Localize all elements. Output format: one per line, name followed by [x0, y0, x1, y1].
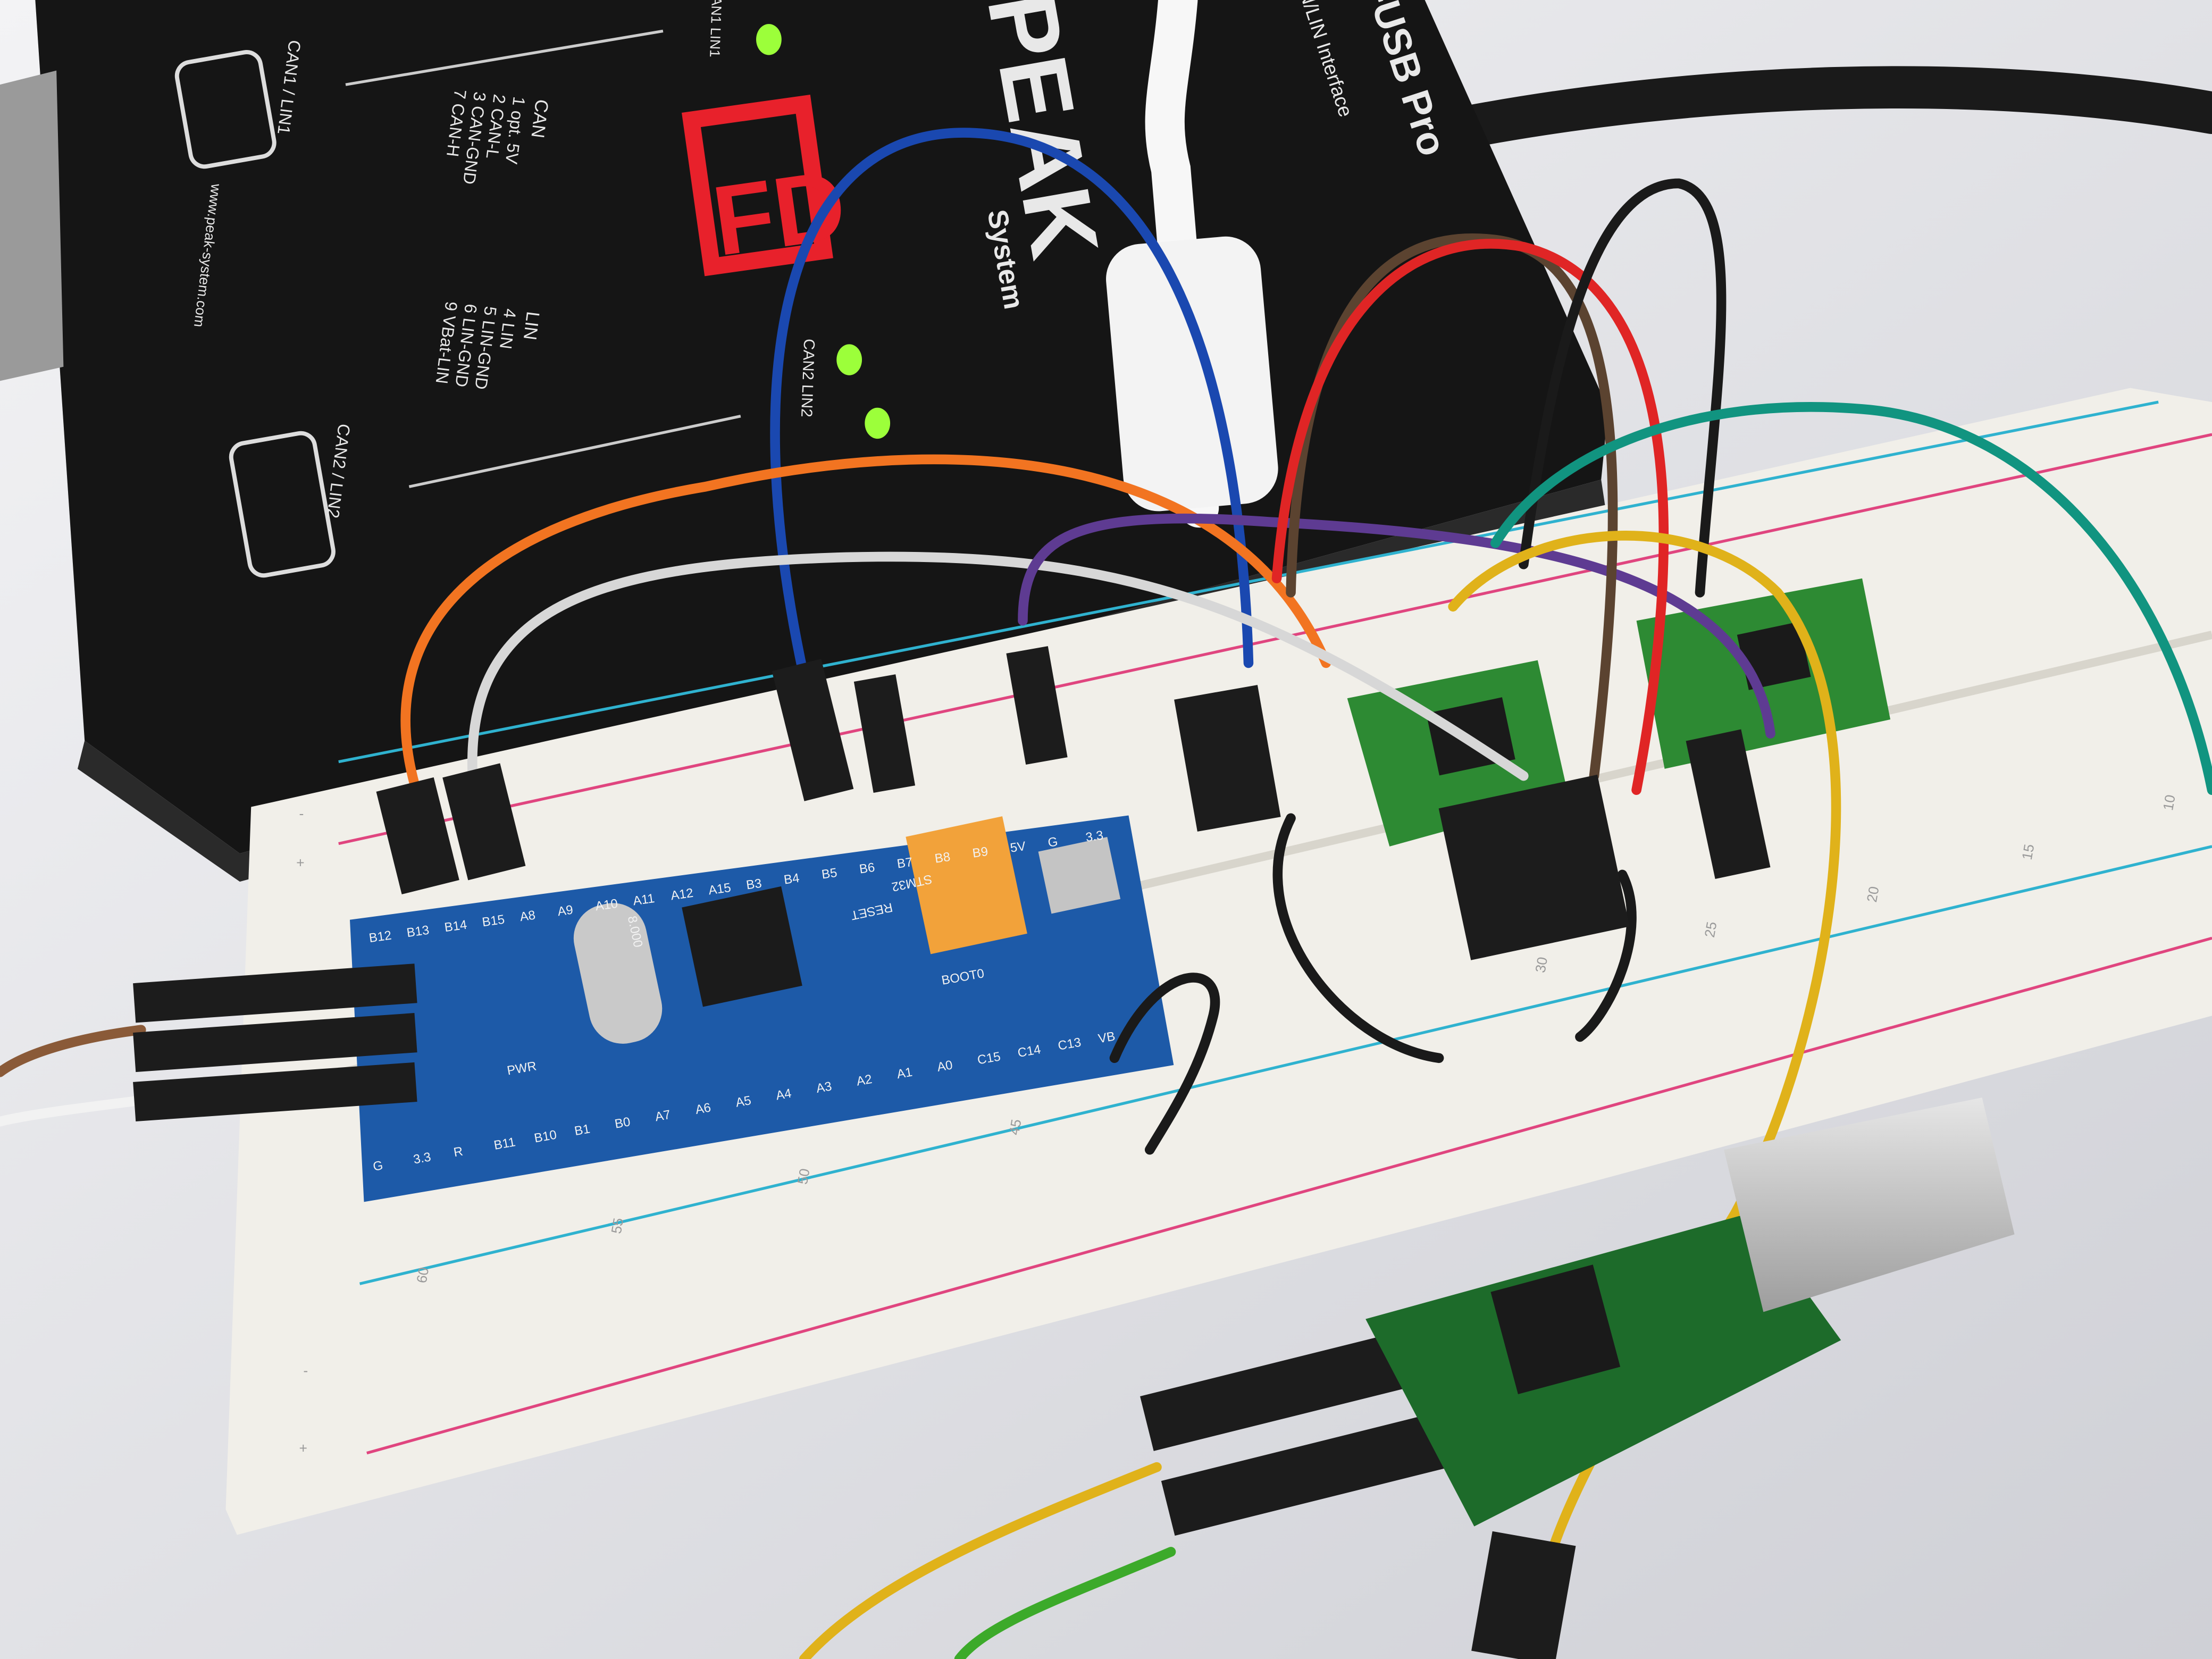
- pin-label: A3: [815, 1079, 833, 1096]
- crystal: [573, 903, 663, 1044]
- led1-label: CAN1 LIN1: [707, 0, 725, 57]
- wire-orange: [400, 454, 1331, 795]
- pin-label: B15: [481, 912, 506, 930]
- wire-red: [1271, 239, 1669, 795]
- pin-label: A12: [670, 886, 694, 903]
- dupont-connectors: [133, 646, 1771, 1659]
- wire-black-loose: [1272, 813, 1444, 1063]
- pin-label: G: [372, 1158, 384, 1174]
- pin-label: G: [1047, 834, 1059, 850]
- pin-label: B0: [614, 1115, 631, 1132]
- pin-label: 3.3: [1085, 828, 1104, 844]
- pin-label: 5V: [1009, 839, 1027, 856]
- pin-label: B4: [783, 871, 800, 887]
- boot-jumpers: [906, 816, 1027, 954]
- pin-label: A5: [734, 1093, 752, 1110]
- row-number: 10: [2160, 793, 2179, 811]
- svg-text:FD: FD: [707, 149, 852, 276]
- pin-label: B14: [443, 918, 468, 935]
- row-number: 30: [1532, 956, 1551, 974]
- row-number: 20: [1864, 885, 1882, 903]
- pin-label: A15: [708, 881, 732, 898]
- pin-label: B1: [573, 1121, 591, 1138]
- micro-usb-port: [1038, 837, 1121, 914]
- rail-minus-label: -: [303, 1363, 308, 1379]
- usb-serial-dongle: [1365, 1097, 2015, 1527]
- led2-label: CAN2 LIN2: [798, 338, 817, 417]
- pin-label: B12: [368, 928, 392, 946]
- wire-grey: [467, 551, 1529, 781]
- wire-yellow-usb: [799, 1462, 1162, 1659]
- led-lin2: [865, 407, 891, 439]
- wire-green-usb: [954, 1547, 1176, 1659]
- wire-blue: [770, 128, 1254, 682]
- usb-plug-white: [1106, 236, 1278, 512]
- wire-black-loose: [1109, 973, 1220, 1155]
- can-title: CAN: [527, 98, 552, 139]
- rail-plus-label: +: [296, 855, 305, 871]
- pin-label: B6: [858, 860, 876, 877]
- row-number: 15: [2019, 843, 2038, 861]
- lin-title: LIN: [520, 311, 543, 341]
- pin-label: A9: [557, 903, 574, 919]
- pin-label: B5: [820, 866, 838, 882]
- led-can2: [836, 344, 862, 375]
- usb-cable-white: [1145, 0, 1219, 528]
- row-number: 55: [608, 1217, 627, 1235]
- wire-green: [1490, 402, 2212, 795]
- mcu-chip: [682, 886, 802, 1007]
- wire-black: [1519, 178, 1727, 598]
- wire-bundle-left: [0, 1095, 146, 1127]
- rail-plus-label: +: [299, 1440, 307, 1456]
- pin-label: A1: [895, 1065, 913, 1082]
- pin-label: A8: [519, 908, 537, 925]
- wire-bundle-left: [0, 1025, 146, 1077]
- pin-label: B8: [934, 850, 951, 866]
- pin-label: A10: [594, 896, 619, 914]
- pin-label: 3.3: [412, 1150, 432, 1167]
- pin-label: A6: [694, 1100, 712, 1117]
- usb-chip: [1490, 1264, 1621, 1394]
- row-number: 45: [1006, 1118, 1025, 1136]
- row-number: 50: [794, 1167, 813, 1185]
- port-can1-lin1: [174, 50, 276, 169]
- row-number: 25: [1702, 920, 1720, 939]
- port-can2-lin2: [229, 431, 336, 578]
- rail-minus-label: -: [299, 806, 304, 822]
- pin-label: A2: [856, 1072, 873, 1089]
- pin-label: B13: [406, 923, 430, 941]
- pin-label: A7: [654, 1108, 672, 1125]
- pin-label: A4: [775, 1086, 792, 1103]
- row-number: 60: [414, 1266, 432, 1284]
- wire-black-loose: [1575, 869, 1637, 1042]
- usb-cable-black: [1446, 66, 2212, 148]
- pin-label: B3: [745, 876, 763, 893]
- led-can1: [756, 24, 782, 55]
- pin-label: B9: [971, 844, 989, 861]
- pin-label: R: [453, 1144, 464, 1160]
- pin-label: A11: [632, 891, 656, 908]
- pin-label: A0: [936, 1058, 953, 1075]
- wire-purple: [1018, 513, 1775, 739]
- pin-label: B7: [896, 855, 914, 872]
- pin-label: VB: [1097, 1029, 1116, 1046]
